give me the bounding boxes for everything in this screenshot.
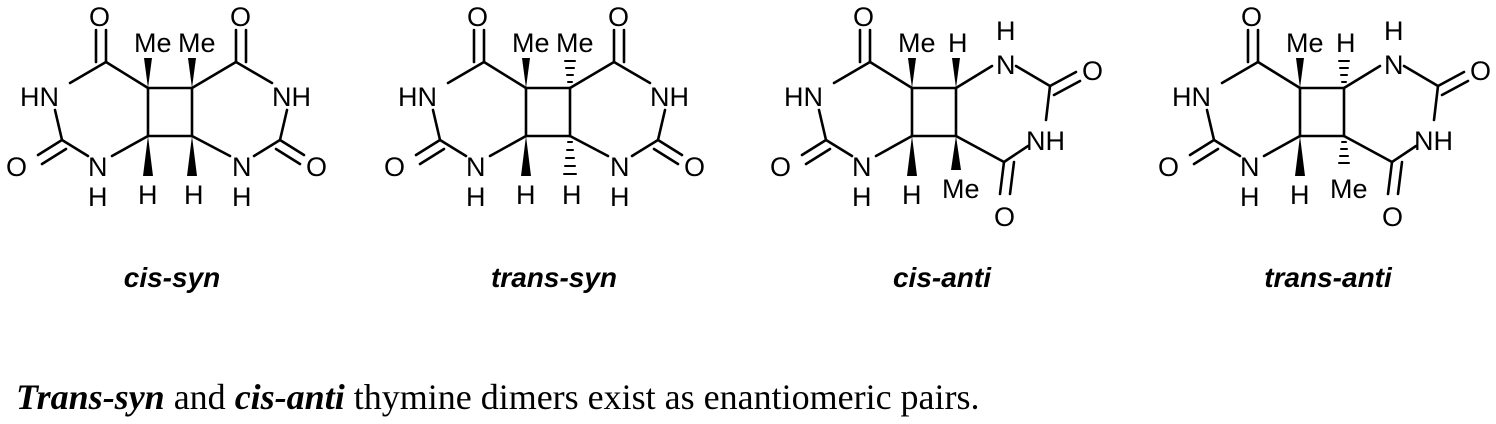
- svg-text:H: H: [1336, 28, 1356, 58]
- svg-text:Me: Me: [512, 28, 550, 58]
- structure-name-trans-anti: trans-anti: [1264, 262, 1392, 293]
- svg-text:N: N: [852, 152, 872, 182]
- svg-text:O: O: [306, 152, 327, 182]
- structure-cis-syn: O O Me Me HN NH O O N H H H N H: [6, 2, 327, 212]
- svg-text:H: H: [516, 180, 536, 210]
- svg-text:H: H: [232, 182, 252, 212]
- svg-text:O: O: [6, 152, 27, 182]
- svg-text:NH: NH: [650, 82, 689, 112]
- svg-text:NH: NH: [1026, 126, 1065, 156]
- svg-text:N: N: [232, 152, 252, 182]
- svg-text:O: O: [1241, 2, 1262, 32]
- svg-text:H: H: [88, 182, 108, 212]
- svg-text:N: N: [1240, 152, 1260, 182]
- svg-text:O: O: [684, 152, 705, 182]
- svg-text:N: N: [466, 152, 486, 182]
- svg-text:H: H: [466, 182, 486, 212]
- structure-trans-anti: O Me H H N O NH HN O N H H Me O: [1158, 2, 1491, 232]
- svg-text:H: H: [1290, 180, 1310, 210]
- svg-text:NH: NH: [272, 82, 311, 112]
- svg-text:HN: HN: [20, 82, 59, 112]
- svg-text:O: O: [1082, 56, 1103, 86]
- structure-trans-syn: O O Me Me HN NH O O N H H H N H: [384, 2, 705, 212]
- structure-name-cis-syn: cis-syn: [123, 262, 221, 293]
- svg-text:H: H: [902, 180, 922, 210]
- svg-text:Me: Me: [134, 28, 172, 58]
- svg-text:H: H: [138, 180, 158, 210]
- svg-text:Me: Me: [556, 28, 594, 58]
- figure-caption: Trans-syn and cis-anti thymine dimers ex…: [16, 376, 980, 418]
- svg-text:O: O: [608, 2, 629, 32]
- svg-text:H: H: [996, 16, 1016, 46]
- svg-text:O: O: [994, 202, 1015, 232]
- svg-text:O: O: [467, 2, 488, 32]
- svg-text:N: N: [610, 152, 630, 182]
- svg-text:Me: Me: [1286, 28, 1324, 58]
- svg-text:Me: Me: [942, 174, 980, 204]
- svg-text:Me: Me: [898, 28, 936, 58]
- svg-text:N: N: [996, 50, 1016, 80]
- svg-text:O: O: [384, 152, 405, 182]
- caption-emphasis-trans-syn: Trans-syn: [16, 377, 165, 417]
- svg-text:N: N: [1384, 50, 1404, 80]
- svg-text:H: H: [184, 180, 204, 210]
- svg-text:HN: HN: [784, 82, 823, 112]
- svg-text:HN: HN: [398, 82, 437, 112]
- structure-cis-anti: O Me H H N O NH HN O N H H Me O: [770, 2, 1103, 232]
- svg-text:O: O: [770, 152, 791, 182]
- svg-text:H: H: [1240, 182, 1260, 212]
- svg-text:H: H: [948, 28, 968, 58]
- svg-text:H: H: [852, 182, 872, 212]
- svg-text:HN: HN: [1172, 82, 1211, 112]
- caption-text-rest: thymine dimers exist as enantiomeric pai…: [344, 377, 980, 417]
- svg-text:NH: NH: [1414, 126, 1453, 156]
- caption-text-and: and: [164, 377, 235, 417]
- svg-text:Me: Me: [178, 28, 216, 58]
- svg-text:O: O: [230, 2, 251, 32]
- svg-text:Me: Me: [1330, 174, 1368, 204]
- svg-text:O: O: [853, 2, 874, 32]
- svg-text:H: H: [562, 180, 582, 210]
- svg-text:O: O: [1470, 56, 1491, 86]
- svg-text:N: N: [88, 152, 108, 182]
- svg-text:H: H: [610, 182, 630, 212]
- svg-text:O: O: [89, 2, 110, 32]
- svg-text:O: O: [1158, 152, 1179, 182]
- caption-emphasis-cis-anti: cis-anti: [234, 377, 345, 417]
- structure-name-cis-anti: cis-anti: [892, 262, 992, 293]
- svg-text:H: H: [1384, 16, 1404, 46]
- structure-name-trans-syn: trans-syn: [490, 262, 618, 293]
- svg-text:O: O: [1382, 202, 1403, 232]
